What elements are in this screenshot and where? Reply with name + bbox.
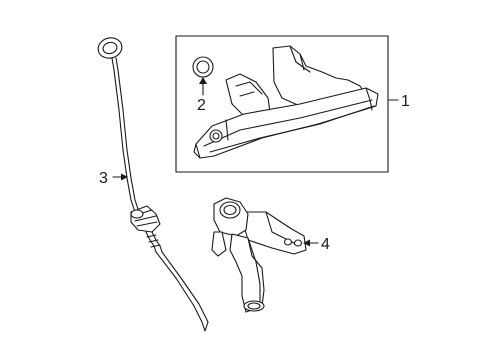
arrowhead-3 (121, 173, 128, 181)
callout-4: 4 (321, 236, 330, 253)
part-1-frame (175, 35, 389, 173)
callout-3: 3 (99, 170, 108, 187)
tube-bracket-part (193, 45, 379, 159)
callout-2: 2 (197, 97, 206, 114)
leader-lines (112, 77, 399, 247)
arrowhead-2 (199, 77, 207, 84)
dipstick-part (97, 37, 209, 332)
callout-1: 1 (401, 93, 410, 110)
seal-ring-part (192, 56, 214, 78)
tube-with-bracket-part (211, 197, 307, 313)
arrowhead-4 (303, 239, 310, 247)
